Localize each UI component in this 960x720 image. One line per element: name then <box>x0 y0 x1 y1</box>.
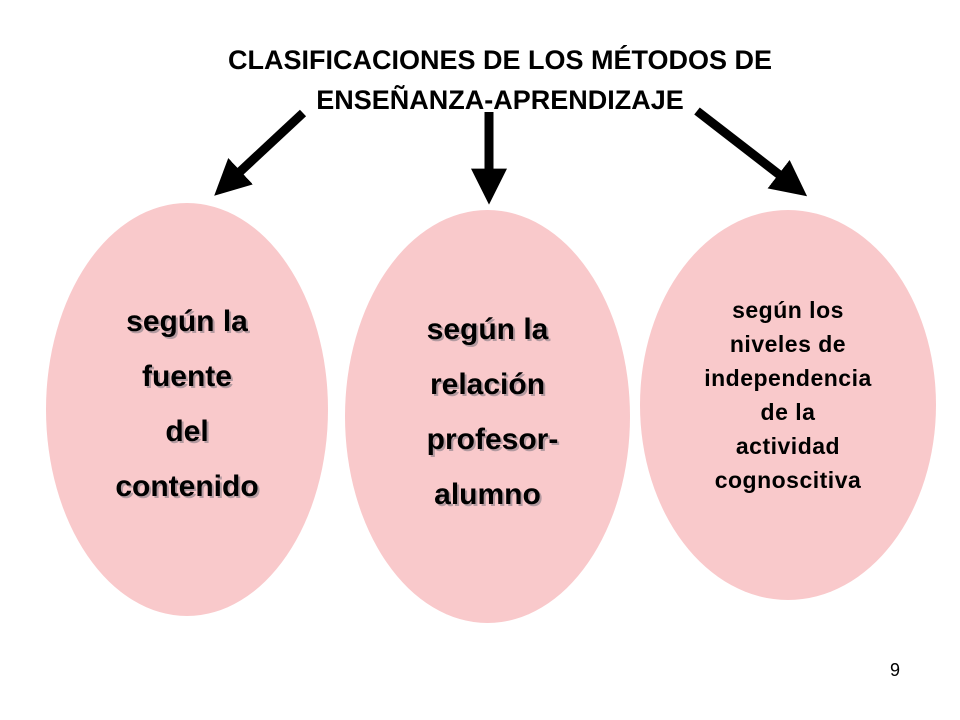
oval-3-line-2: niveles de <box>729 331 847 357</box>
oval-3-line-3: independencia <box>704 365 872 391</box>
oval-3-line-5: actividad <box>735 433 841 459</box>
arrow-left <box>214 109 307 196</box>
oval-3-line-1: según los <box>732 297 844 323</box>
slide-title: CLASIFICACIONES DE LOS MÉTODOS DE ENSEÑA… <box>150 40 850 120</box>
oval-niveles-de-independencia: según los niveles de independencia de la… <box>640 210 936 600</box>
oval-2-line-3: profesor- <box>426 422 559 456</box>
page-number: 9 <box>889 660 900 680</box>
oval-2-line-4: alumno <box>434 477 541 511</box>
oval-1-line-1: según la <box>126 304 248 338</box>
oval-relacion-profesor-alumno: según la relación profesor- alumno <box>345 210 630 623</box>
title-line-1: CLASIFICACIONES DE LOS MÉTODOS DE <box>227 45 773 75</box>
oval-1-line-2: fuente <box>141 359 232 393</box>
oval-2-line-1: según la <box>426 312 549 346</box>
oval-2-line-2: relación <box>429 367 546 401</box>
oval-1-line-4: contenido <box>115 469 259 503</box>
oval-3-line-4: de la <box>760 399 816 425</box>
oval-1-text: según la fuente del contenido <box>115 294 258 514</box>
oval-1-line-3: del <box>165 414 209 448</box>
oval-3-text: según los niveles de independencia de la… <box>704 293 872 497</box>
arrow-right <box>694 107 808 197</box>
title-line-2: ENSEÑANZA-APRENDIZAJE <box>316 85 684 115</box>
oval-fuente-del-contenido: según la fuente del contenido <box>46 203 328 616</box>
oval-3-line-6: cognoscitiva <box>714 467 862 493</box>
oval-2-text: según la relación profesor- alumno <box>417 302 559 522</box>
